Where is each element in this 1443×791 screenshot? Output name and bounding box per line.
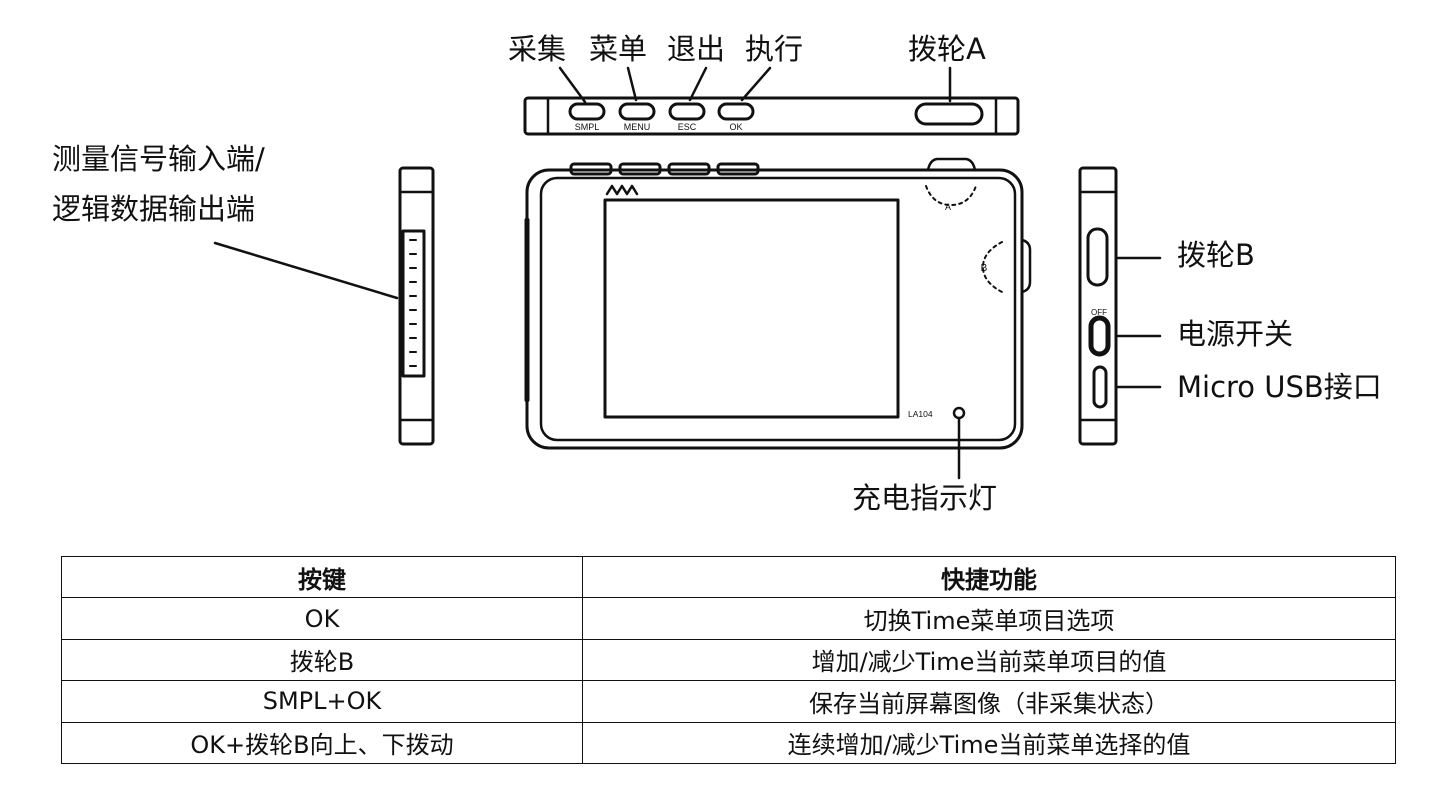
right-side-view — [1078, 166, 1162, 446]
wheel-a-mark: A — [945, 202, 951, 212]
esc-button-top — [668, 102, 706, 121]
io-connector — [401, 229, 426, 378]
table-header-row: 按键 快捷功能 — [61, 555, 1396, 599]
label-wheel-a: 拨轮A — [908, 32, 986, 66]
label-io-port-line2: 逻辑数据输出端 — [52, 192, 256, 226]
wheel-b-side — [1086, 227, 1109, 287]
wheel-b-mark: B — [981, 263, 988, 274]
table-cell-key: SMPL+OK — [61, 680, 583, 723]
power-switch-side — [1088, 315, 1111, 357]
wheel-a-top — [914, 102, 984, 126]
label-io-port-line1: 测量信号输入端/ — [52, 142, 265, 176]
switch-off-label: OFF — [1091, 308, 1107, 317]
brand-logo-icon — [605, 184, 639, 196]
left-side-view — [213, 166, 435, 446]
table-row: OK+拨轮B向上、下拨动 连续增加/减少Time当前菜单选择的值 — [61, 721, 1396, 765]
label-usb-port: Micro USB接口 — [1177, 370, 1382, 404]
label-ok: 执行 — [745, 32, 804, 66]
usb-port-side — [1092, 365, 1108, 409]
table-row: 拨轮B 增加/减少Time当前菜单项目的值 — [61, 638, 1396, 682]
label-smpl: 采集 — [508, 32, 567, 66]
menu-button-text: MENU — [624, 122, 651, 132]
table-cell-key: OK+拨轮B向上、下拨动 — [61, 721, 583, 765]
esc-button-text: ESC — [678, 122, 697, 132]
menu-button-top — [618, 102, 656, 121]
charge-led-icon — [952, 406, 966, 420]
top-view — [523, 66, 1020, 136]
wheel-a-front — [926, 157, 977, 172]
table-cell-function: 切换Time菜单项目选项 — [582, 597, 1396, 640]
wheel-b-front — [1020, 238, 1032, 294]
model-label: LA104 — [908, 409, 933, 419]
table-cell-key: OK — [61, 597, 583, 640]
table-row: OK 切换Time菜单项目选项 — [61, 597, 1396, 640]
smpl-button-top — [568, 102, 606, 121]
table-cell-key: 拨轮B — [61, 638, 583, 682]
label-wheel-b: 拨轮B — [1177, 238, 1255, 272]
wheel-a-arrow-icon — [925, 185, 977, 206]
device-diagram: SMPL MENU ESC OK — [213, 66, 1162, 480]
ok-button-text: OK — [729, 122, 742, 132]
lcd-screen — [603, 198, 900, 419]
table-cell-function: 连续增加/减少Time当前菜单选择的值 — [582, 721, 1396, 765]
front-view — [524, 157, 1032, 480]
smpl-button-text: SMPL — [575, 122, 600, 132]
label-esc: 退出 — [667, 32, 726, 66]
shortcut-table: 按键 快捷功能 OK 切换Time菜单项目选项 拨轮B 增加/减少Time当前菜… — [61, 555, 1396, 765]
label-menu: 菜单 — [589, 32, 648, 66]
ok-button-top — [717, 102, 755, 121]
label-power-switch: 电源开关 — [1177, 317, 1294, 351]
table-cell-function: 保存当前屏幕图像（非采集状态） — [582, 680, 1396, 723]
table-row: SMPL+OK 保存当前屏幕图像（非采集状态） — [61, 680, 1396, 723]
column-header-function: 快捷功能 — [582, 555, 1396, 599]
table-cell-function: 增加/减少Time当前菜单项目的值 — [582, 638, 1396, 682]
column-header-key: 按键 — [61, 555, 583, 599]
label-charge-led: 充电指示灯 — [852, 481, 998, 515]
